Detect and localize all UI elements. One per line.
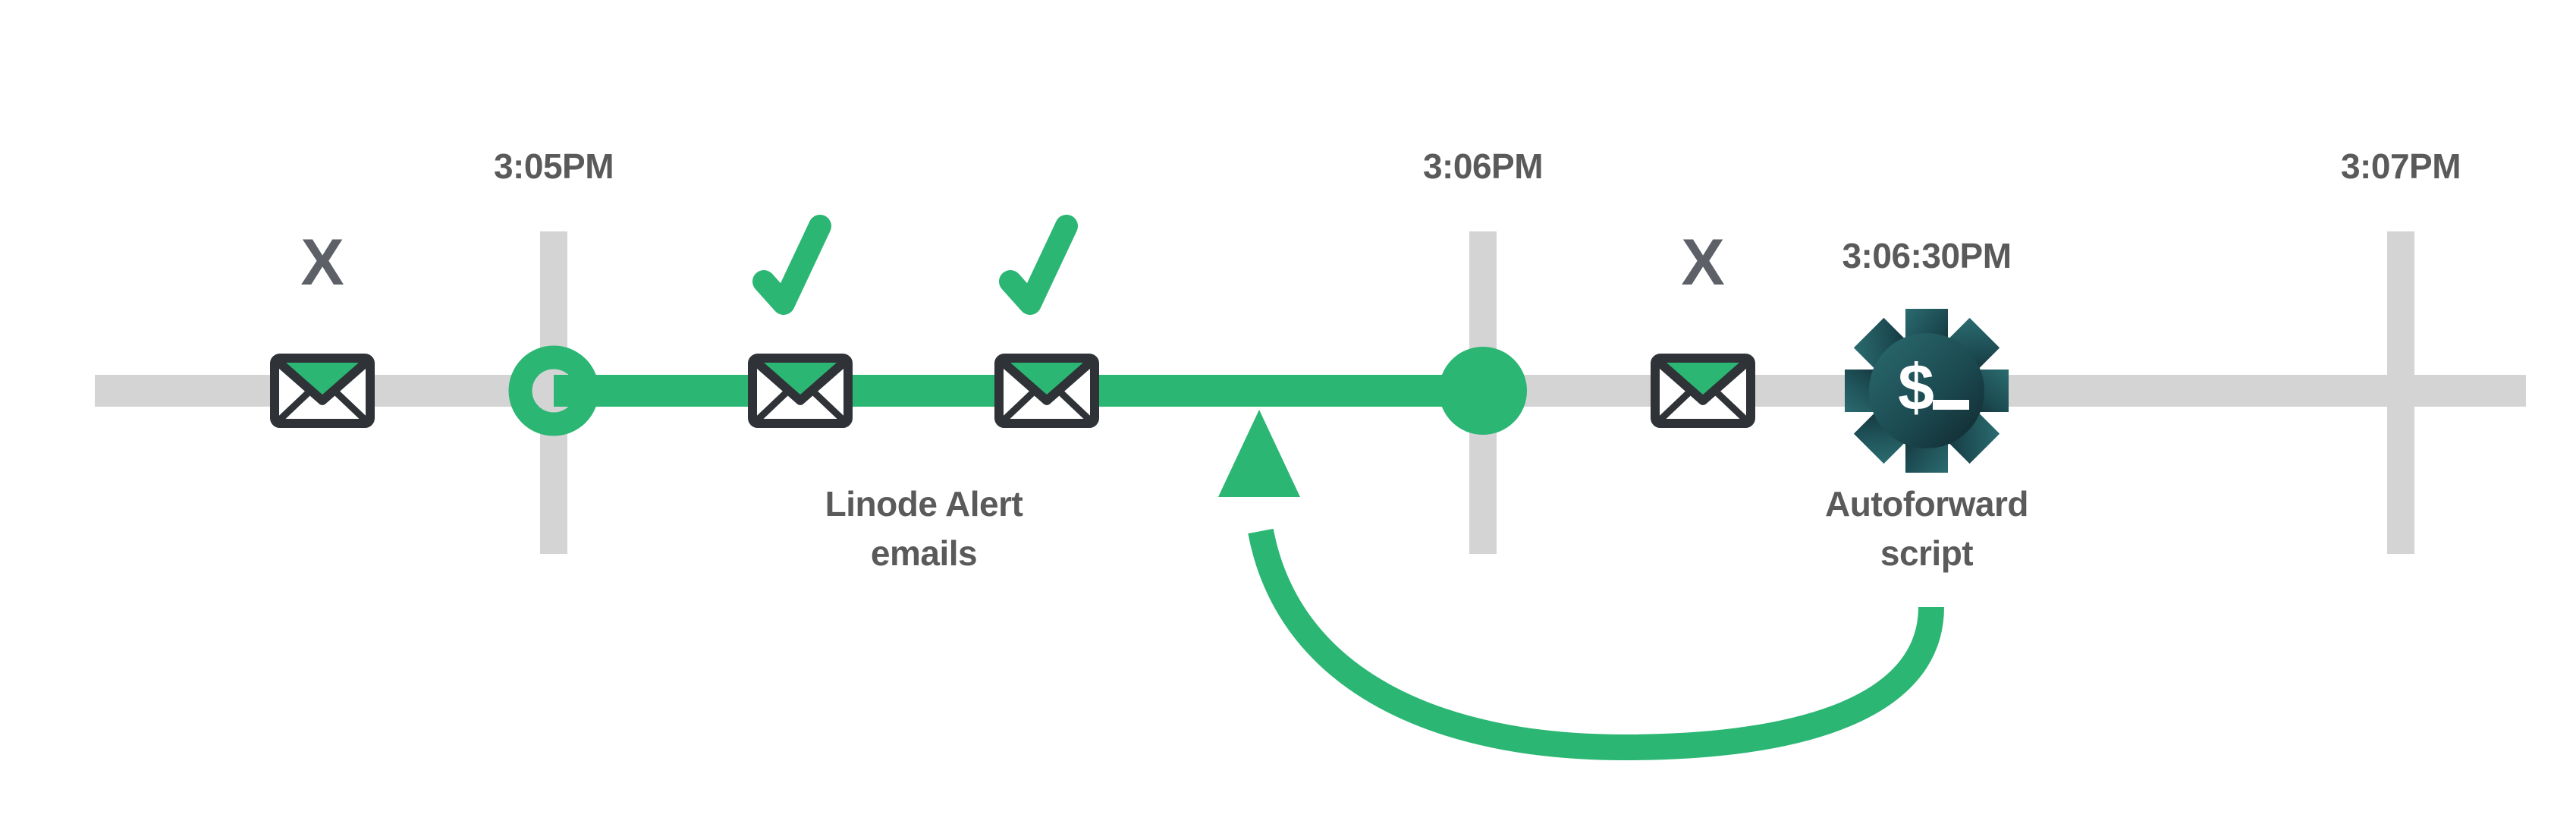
envelope-fold-right-2 bbox=[809, 388, 846, 423]
feedback-arrow bbox=[1218, 410, 1944, 761]
envelope-flap-stroke-2 bbox=[752, 358, 848, 405]
linode-alert-emails-label-line2: emails bbox=[871, 533, 977, 573]
underscore-cursor-icon bbox=[1933, 400, 1969, 410]
envelope-icon-2 bbox=[748, 354, 853, 428]
envelope-fold-left-3 bbox=[1001, 388, 1038, 423]
tick-labels-group: 3:05PM 3:06PM 3:07PM bbox=[494, 146, 2461, 186]
linode-alert-emails-label-line1: Linode Alert bbox=[825, 484, 1023, 524]
event-alert-email-2[interactable] bbox=[994, 215, 1099, 428]
tick-label-307: 3:07PM bbox=[2341, 146, 2461, 186]
gear-body bbox=[1869, 333, 1984, 448]
check-mark-icon-1 bbox=[752, 215, 831, 315]
tick-mark-307 bbox=[2387, 231, 2414, 554]
envelope-icon-3 bbox=[994, 354, 1099, 428]
envelope-icon-4 bbox=[1651, 354, 1755, 428]
event-failed-email-2[interactable]: X bbox=[1651, 226, 1755, 428]
x-mark-icon-2: X bbox=[1681, 226, 1724, 299]
x-mark-icon-1: X bbox=[300, 226, 344, 299]
event-failed-email-1[interactable]: X bbox=[270, 226, 375, 428]
ring-marker-icon bbox=[508, 345, 599, 436]
envelope-fold-left-1 bbox=[277, 388, 313, 423]
filled-dot-icon bbox=[1439, 347, 1527, 435]
feedback-arrow-curve bbox=[1248, 528, 1944, 761]
linode-alert-emails-label: Linode Alert emails bbox=[825, 484, 1023, 573]
envelope-flap-stroke-4 bbox=[1655, 358, 1751, 405]
script-time-label: 3:06:30PM bbox=[1842, 236, 2011, 275]
autoforward-script-label-line1: Autoforward bbox=[1825, 484, 2028, 524]
autoforward-script-label-line2: script bbox=[1880, 533, 1973, 573]
feedback-arrow-head bbox=[1218, 410, 1300, 497]
event-alert-email-1[interactable] bbox=[748, 215, 853, 428]
event-start-ring[interactable] bbox=[508, 345, 599, 436]
envelope-fold-right-3 bbox=[1056, 388, 1092, 423]
event-autoforward-script[interactable]: 3:06:30PM $ Autoforward bbox=[1825, 236, 2028, 573]
envelope-flap-fill-4 bbox=[1660, 363, 1746, 401]
tick-label-306: 3:06PM bbox=[1423, 146, 1543, 186]
dollar-prompt-icon: $ bbox=[1898, 351, 1934, 424]
envelope-fold-right-4 bbox=[1712, 388, 1748, 423]
envelope-flap-stroke-1 bbox=[275, 358, 370, 405]
envelope-fold-right-1 bbox=[331, 388, 368, 423]
envelope-fold-left-2 bbox=[755, 388, 791, 423]
envelope-icon-1 bbox=[270, 354, 375, 428]
envelope-flap-fill-1 bbox=[279, 363, 366, 401]
envelope-flap-fill-3 bbox=[1004, 363, 1090, 401]
gear-terminal-icon: $ bbox=[1845, 309, 2009, 473]
envelope-flap-fill-2 bbox=[757, 363, 843, 401]
envelope-fold-left-4 bbox=[1657, 388, 1694, 423]
check-mark-icon-2 bbox=[999, 215, 1078, 315]
event-end-dot[interactable] bbox=[1439, 347, 1527, 435]
tick-label-305: 3:05PM bbox=[494, 146, 614, 186]
envelope-flap-stroke-3 bbox=[999, 358, 1095, 405]
